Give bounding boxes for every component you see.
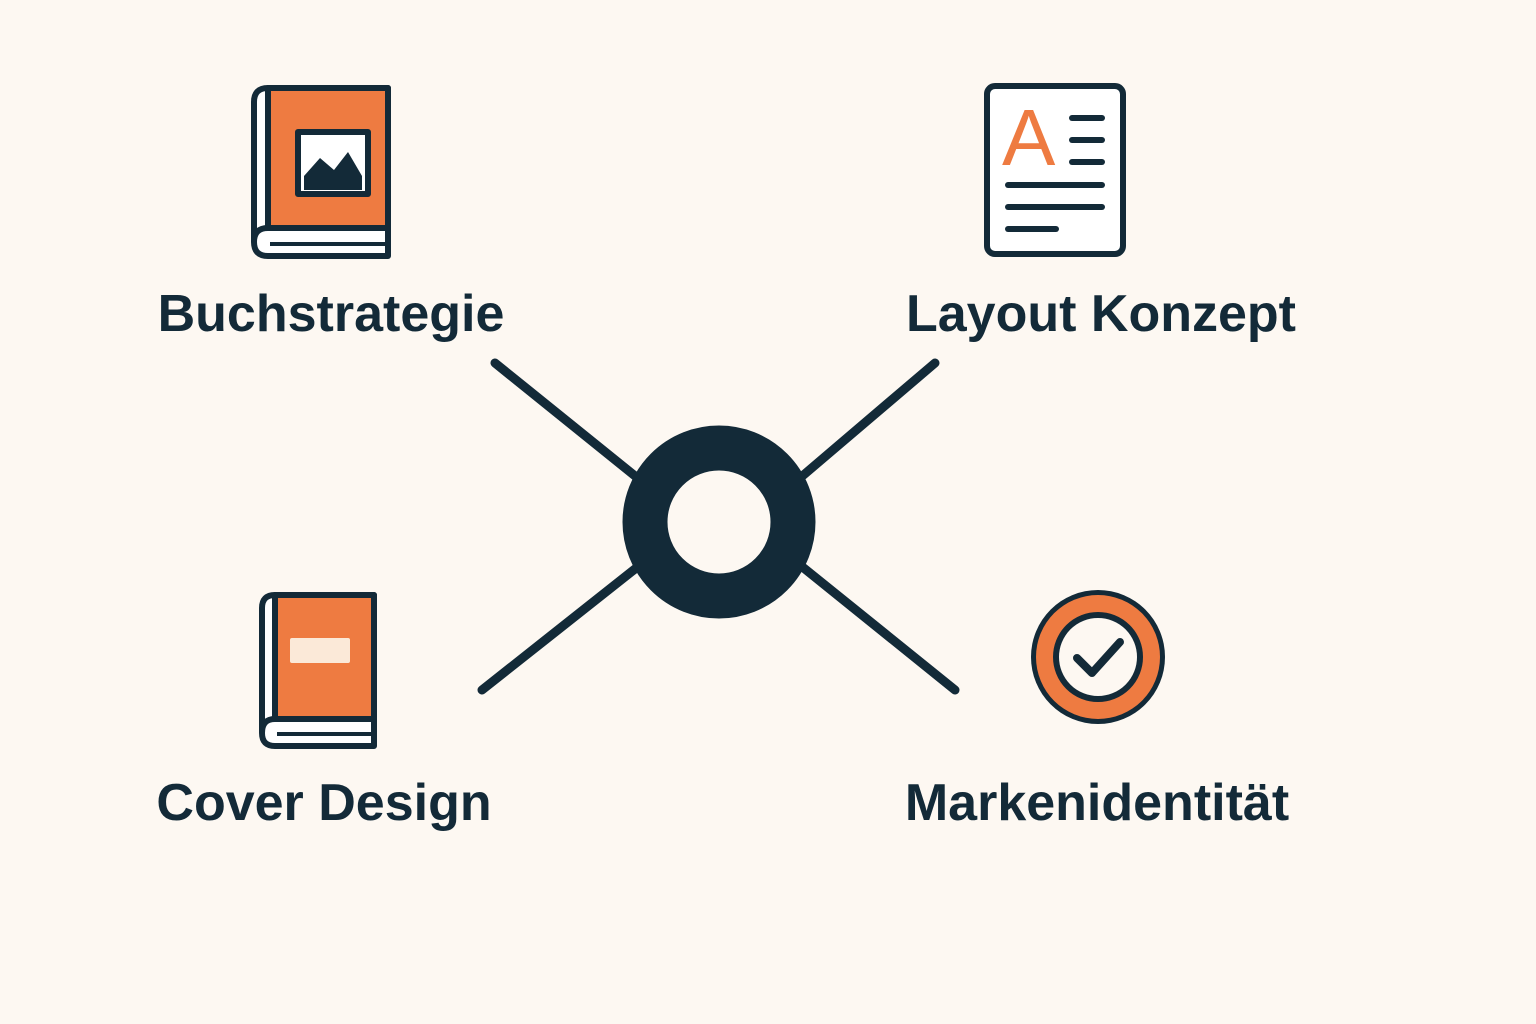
node-label-markenidentitaet: Markenidentität: [905, 774, 1289, 832]
connector-buchstrategie: [490, 358, 645, 485]
connector-markenidentitaet: [795, 560, 960, 695]
connectors: [477, 358, 960, 695]
node-label-buchstrategie: Buchstrategie: [158, 285, 505, 343]
book-with-image-icon: [251, 85, 391, 259]
connector-cover-design: [477, 560, 645, 695]
connector-layout-konzept: [795, 358, 940, 483]
node-label-layout-konzept: Layout Konzept: [906, 285, 1296, 343]
node-label-cover-design: Cover Design: [156, 774, 491, 832]
book-icon: [259, 592, 377, 749]
layout-icon-letter: A: [1002, 93, 1056, 182]
document-text-icon: A: [984, 83, 1126, 257]
check-badge-icon: [1031, 590, 1165, 724]
ring-hub-icon: [622, 425, 816, 619]
